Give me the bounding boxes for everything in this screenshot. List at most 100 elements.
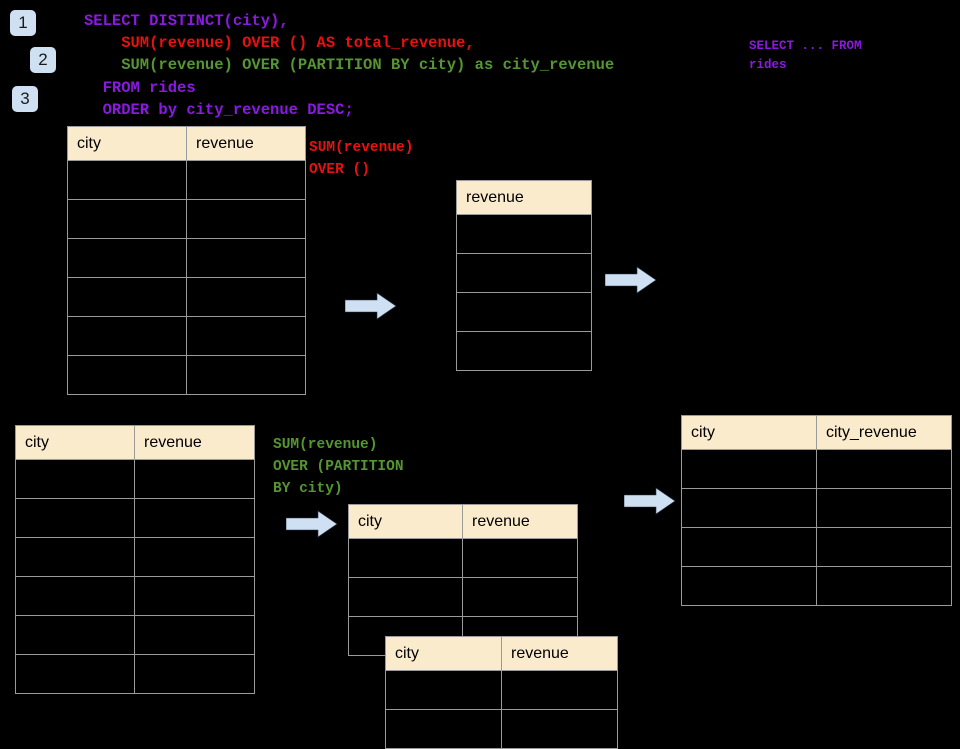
table-row (67, 277, 306, 317)
cell-city (681, 449, 817, 489)
column-header-city: city (348, 504, 463, 539)
table-row (67, 160, 306, 200)
cell-city (15, 498, 135, 538)
cell-city (15, 537, 135, 577)
cell-revenue (501, 709, 618, 749)
table-row (681, 527, 952, 567)
table-row (681, 566, 952, 606)
table-row (348, 577, 578, 617)
table-header-row: city revenue (348, 504, 578, 539)
arrow-total-to-result (604, 266, 657, 294)
table-row (681, 449, 952, 489)
cell-revenue (456, 214, 592, 254)
table-rides-source-bottom: city revenue (15, 425, 255, 694)
cell-city (15, 576, 135, 616)
cell-city (681, 488, 817, 528)
cell-city (67, 199, 187, 239)
table-row (385, 709, 618, 749)
table-row (456, 214, 592, 254)
cell-city (681, 527, 817, 567)
table-row (456, 331, 592, 371)
cell-revenue (186, 316, 306, 356)
cell-city-revenue (816, 527, 952, 567)
column-header-revenue: revenue (456, 180, 592, 215)
table-header-row: city revenue (15, 425, 255, 460)
sql-line-select: SELECT DISTINCT(city), (84, 12, 289, 30)
cell-city (681, 566, 817, 606)
step-badge-2: 2 (30, 47, 56, 73)
column-header-revenue: revenue (134, 425, 255, 460)
arrow-source-to-total (344, 292, 397, 320)
column-header-city: city (67, 126, 187, 161)
sql-line-sum-over-empty: SUM(revenue) OVER () AS total_revenue, (84, 34, 475, 52)
cell-revenue (134, 615, 255, 655)
annotation-select-from: SELECT ... FROM rides (749, 39, 862, 72)
cell-city (348, 577, 463, 617)
cell-city (15, 459, 135, 499)
column-header-revenue: revenue (462, 504, 578, 539)
table-partition-group-b: city revenue (385, 636, 618, 749)
table-row (15, 615, 255, 655)
table-row (67, 199, 306, 239)
cell-revenue (186, 199, 306, 239)
table-row (385, 670, 618, 710)
cell-city (385, 670, 502, 710)
table-row (15, 537, 255, 577)
cell-city-revenue (816, 566, 952, 606)
table-total-revenue: revenue (456, 180, 592, 371)
annotation-sum-over-empty: SUM(revenue) OVER () (309, 140, 414, 178)
cell-revenue (456, 253, 592, 293)
table-row (456, 253, 592, 293)
table-row (67, 238, 306, 278)
cell-revenue (186, 238, 306, 278)
table-row (15, 576, 255, 616)
cell-revenue (456, 292, 592, 332)
step-badge-3: 3 (12, 86, 38, 112)
cell-city (67, 316, 187, 356)
cell-city (348, 538, 463, 578)
cell-revenue (186, 277, 306, 317)
table-row (681, 488, 952, 528)
cell-city (67, 355, 187, 395)
step-badge-1: 1 (10, 10, 36, 36)
table-partition-group-a: city revenue (348, 504, 578, 656)
column-header-city-revenue: city_revenue (816, 415, 952, 450)
cell-revenue (501, 670, 618, 710)
cell-city-revenue (816, 488, 952, 528)
table-row (15, 498, 255, 538)
table-header-row: city revenue (385, 636, 618, 671)
arrow-partition-to-result (623, 487, 676, 515)
sql-line-sum-over-partition: SUM(revenue) OVER (PARTITION BY city) as… (84, 56, 615, 74)
sql-line-order-by: ORDER by city_revenue DESC; (84, 101, 354, 119)
cell-city-revenue (816, 449, 952, 489)
cell-revenue (134, 654, 255, 694)
cell-revenue (456, 331, 592, 371)
table-row (348, 538, 578, 578)
cell-city (67, 160, 187, 200)
table-header-row: city revenue (67, 126, 306, 161)
column-header-revenue: revenue (501, 636, 618, 671)
cell-city (385, 709, 502, 749)
table-rides-source-top: city revenue (67, 126, 306, 395)
arrow-source-to-partition (285, 510, 338, 538)
column-header-city: city (681, 415, 817, 450)
table-row (15, 459, 255, 499)
cell-revenue (134, 498, 255, 538)
column-header-city: city (15, 425, 135, 460)
cell-revenue (134, 459, 255, 499)
column-header-city: city (385, 636, 502, 671)
cell-revenue (134, 537, 255, 577)
cell-city (15, 615, 135, 655)
table-header-row: revenue (456, 180, 592, 215)
cell-city (67, 277, 187, 317)
sql-line-from: FROM rides (84, 79, 196, 97)
cell-revenue (186, 160, 306, 200)
column-header-revenue: revenue (186, 126, 306, 161)
cell-revenue (462, 538, 578, 578)
cell-revenue (186, 355, 306, 395)
cell-revenue (462, 577, 578, 617)
cell-city (67, 238, 187, 278)
table-final-result: city city_revenue (681, 415, 952, 606)
table-header-row: city city_revenue (681, 415, 952, 450)
table-row (15, 654, 255, 694)
